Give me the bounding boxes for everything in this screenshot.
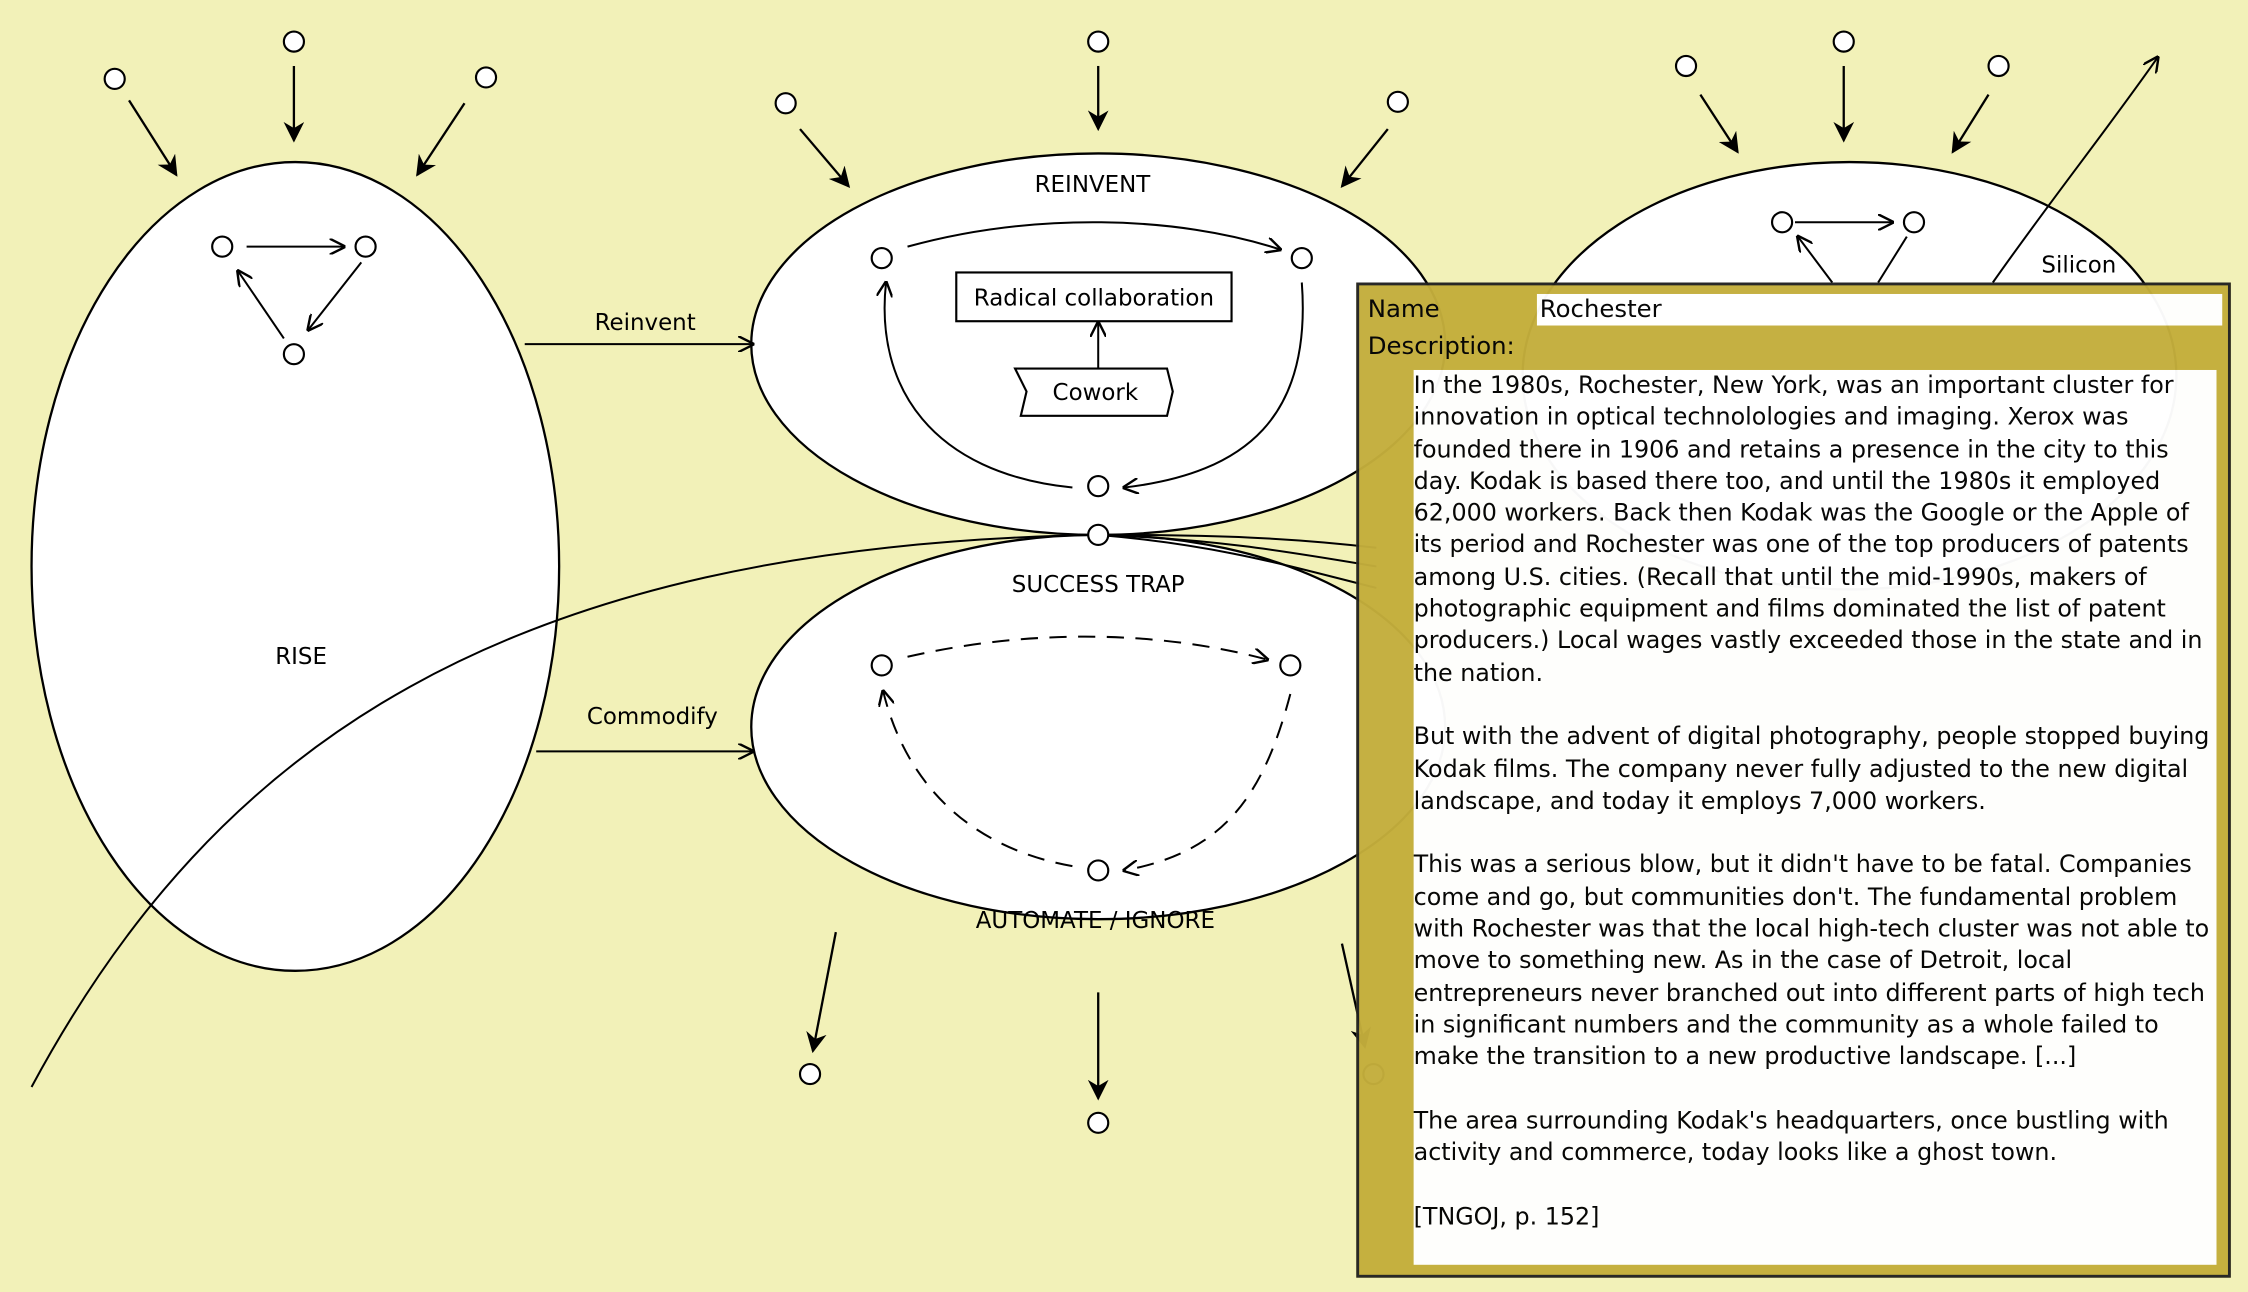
silicon-label: Silicon: [2041, 252, 2116, 278]
big-curve: [30, 533, 1099, 1088]
rise-node[interactable]: [30, 160, 561, 972]
state-circles[interactable]: [103, 30, 2010, 1134]
radical-collaboration-box[interactable]: [955, 271, 1233, 323]
radical-collaboration-label: Radical collaboration: [974, 285, 1214, 311]
edge-commodify-label: Commodify: [587, 704, 718, 730]
name-input[interactable]: [1536, 293, 2223, 326]
edge-reinvent-label: Reinvent: [595, 310, 696, 336]
cowork-box[interactable]: [1013, 367, 1174, 417]
description-textarea[interactable]: In the 1980s, Rochester, New York, was a…: [1413, 369, 2217, 1265]
reinvent-label: REINVENT: [1035, 172, 1152, 198]
name-label: Name: [1367, 295, 1440, 325]
automate-ignore-label: AUTOMATE / IGNORE: [976, 908, 1215, 934]
silicon-out-arrow: [1992, 57, 2158, 284]
success-trap-label: SUCCESS TRAP: [1012, 572, 1185, 598]
rise-label: RISE: [275, 644, 327, 670]
node-properties-panel: Name Description: In the 1980s, Rocheste…: [1356, 282, 2231, 1278]
description-label: Description:: [1367, 332, 1515, 362]
cowork-label: Cowork: [1053, 380, 1139, 406]
